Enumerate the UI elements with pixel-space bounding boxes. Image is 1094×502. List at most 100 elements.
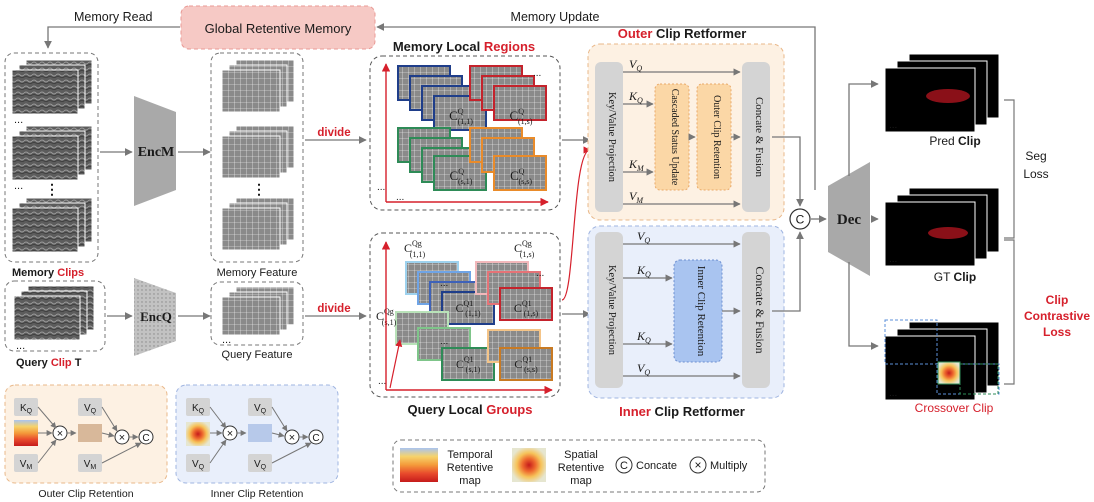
legend-outer-multiply-2-symbol: × xyxy=(119,432,125,444)
encoder-query xyxy=(134,278,176,356)
inner-kq-label-1: KQ xyxy=(636,263,651,279)
legend-temporal-3: map xyxy=(459,475,480,487)
memory-clip-2 xyxy=(11,125,93,181)
decoder xyxy=(828,162,870,276)
legend-outer-vm-label: VM xyxy=(20,459,33,471)
memory-clips-label: Memory Clips xyxy=(12,267,84,279)
inner-internal-arrows xyxy=(623,240,741,380)
query-feature-stack xyxy=(221,286,295,336)
legend-outer-concat-icon xyxy=(138,429,154,445)
memory-read-arrow xyxy=(44,26,180,49)
decoder-output-arrows xyxy=(848,80,879,350)
legend-inner-kq-label: KQ xyxy=(192,403,205,415)
legend-inner-vq3 xyxy=(248,454,272,472)
legend-concate-label: Concate xyxy=(636,460,677,472)
region-c11-label: CQ(1,1) xyxy=(449,107,473,126)
query-clip-ellipsis: ... xyxy=(16,340,25,352)
encoder-memory xyxy=(134,96,176,206)
outer-concat-label: Concate & Fusion xyxy=(753,97,765,178)
seg-loss-bracket xyxy=(1004,99,1015,239)
global-retentive-memory-label: Global Retentive Memory xyxy=(205,21,352,36)
legend-concate-icon xyxy=(615,456,633,474)
legend-outer-vm2-label: VM xyxy=(84,459,97,471)
legend-inner-spatial-map xyxy=(186,422,210,446)
legend-inner-arrows xyxy=(209,406,312,464)
group-ellipsis-mid-2: ... xyxy=(440,336,448,347)
legend-inner-multiply-1-symbol: × xyxy=(227,428,233,440)
outer-retformer-title: Outer Clip Retformer xyxy=(618,26,747,41)
query-local-groups-box xyxy=(369,232,561,398)
group-stack-tl xyxy=(405,261,495,325)
group-c1s-q1-label: CQ1(1,s) xyxy=(514,299,539,318)
query-feature-label: Query Feature xyxy=(222,349,293,361)
query-clip-frames xyxy=(13,285,95,341)
inner-retention-label: Inner Clip Retention xyxy=(695,266,707,357)
memory-feature-stack-3 xyxy=(221,197,295,251)
group-c11g-label: CQg(1,1) xyxy=(404,239,425,259)
pred-clip-ellipsis: ... xyxy=(889,120,897,131)
legend-inner-vq2 xyxy=(248,398,272,416)
inner-kq-label-2: KQ xyxy=(636,329,651,345)
inner-kv-projection xyxy=(595,232,623,388)
outer-clip-retention-block xyxy=(696,83,732,191)
legend-outer-vm xyxy=(14,454,38,472)
encoder-memory-label: EncM xyxy=(138,145,175,160)
memory-feature-vdots: ⋮ xyxy=(252,181,266,197)
group-cs1g-label: CQg(s,1) xyxy=(376,307,397,327)
legend-outer-kq-label: KQ xyxy=(20,403,33,415)
divide-label-query: divide xyxy=(317,303,350,315)
outer-cascaded-status-update xyxy=(654,83,690,191)
inner-vq-label-1: VQ xyxy=(637,229,650,245)
legend-outer-temporal-map xyxy=(14,420,38,446)
memory-feature-stack-2 xyxy=(221,125,295,179)
region-ellipsis-left: ... xyxy=(377,182,385,193)
contrastive-loss-label-3: Loss xyxy=(1043,325,1071,339)
region-cs1-label: CQ(s,1) xyxy=(450,167,473,186)
region-stack-orange-bottom xyxy=(469,127,547,191)
inner-concat-label: Concate & Fusion xyxy=(753,266,767,353)
region-stack-blue-top xyxy=(397,65,487,131)
memory-clip-ellipsis-1: ... xyxy=(14,114,23,126)
memory-clips-box xyxy=(4,52,99,263)
legend-outer-multiply-1-symbol: × xyxy=(57,428,63,440)
legend-inner-vq3-label: VQ xyxy=(254,459,267,471)
memory-feature-box xyxy=(210,52,304,263)
group-stack-bl xyxy=(395,311,495,381)
inner-kv-projection-label: Key/Value Projection xyxy=(606,265,617,356)
outer-km-label: KM xyxy=(628,157,645,173)
group-ellipsis-left: ... xyxy=(378,376,386,387)
crossover-clip-label: Crossover Clip xyxy=(915,401,994,415)
memory-local-regions-box xyxy=(369,55,561,211)
memory-clip-1 xyxy=(11,59,93,115)
legend-temporal-map-swatch xyxy=(400,448,438,482)
memory-update-arrow xyxy=(376,23,816,190)
inner-retformer-title: Inner Clip Retformer xyxy=(619,404,745,419)
legend-spatial-1: Spatial xyxy=(564,449,598,461)
legend-outer-vm2 xyxy=(78,454,102,472)
query-feature-ellipsis: ... xyxy=(222,334,231,346)
query-local-groups-title: Query Local Groups xyxy=(408,402,533,417)
legend-inner-multiply-2-symbol: × xyxy=(289,432,295,444)
group-cs1-q1-label: CQ1(s,1) xyxy=(456,355,481,374)
global-retentive-memory-box xyxy=(180,5,376,50)
outer-vm-label: VM xyxy=(629,189,644,205)
memory-feature-stack-1 xyxy=(221,59,295,113)
legend-spatial-2: Retentive xyxy=(558,462,604,474)
decoder-label: Dec xyxy=(837,212,861,228)
query-clip-label: Query Clip T xyxy=(16,357,82,369)
contrastive-loss-label-1: Clip xyxy=(1046,293,1069,307)
legend-multiply-icon xyxy=(689,456,707,474)
contrastive-loss-bracket xyxy=(1004,239,1015,385)
group-ellipsis-mid: ... xyxy=(440,278,448,289)
legend-outer-concat-symbol: C xyxy=(142,433,149,444)
pred-clip-frames xyxy=(884,53,1000,133)
legend-outer-vq-label: VQ xyxy=(84,403,97,415)
outer-concat-fusion xyxy=(742,62,770,212)
inner-concat-fusion xyxy=(742,232,770,388)
query-clip-box xyxy=(4,280,106,352)
contrastive-loss-label-2: Contrastive xyxy=(1024,309,1090,323)
inner-clip-retention-block xyxy=(673,259,723,363)
legend-outer-caption: Outer Clip Retention xyxy=(38,488,133,500)
region-stack-red-top xyxy=(469,65,547,121)
